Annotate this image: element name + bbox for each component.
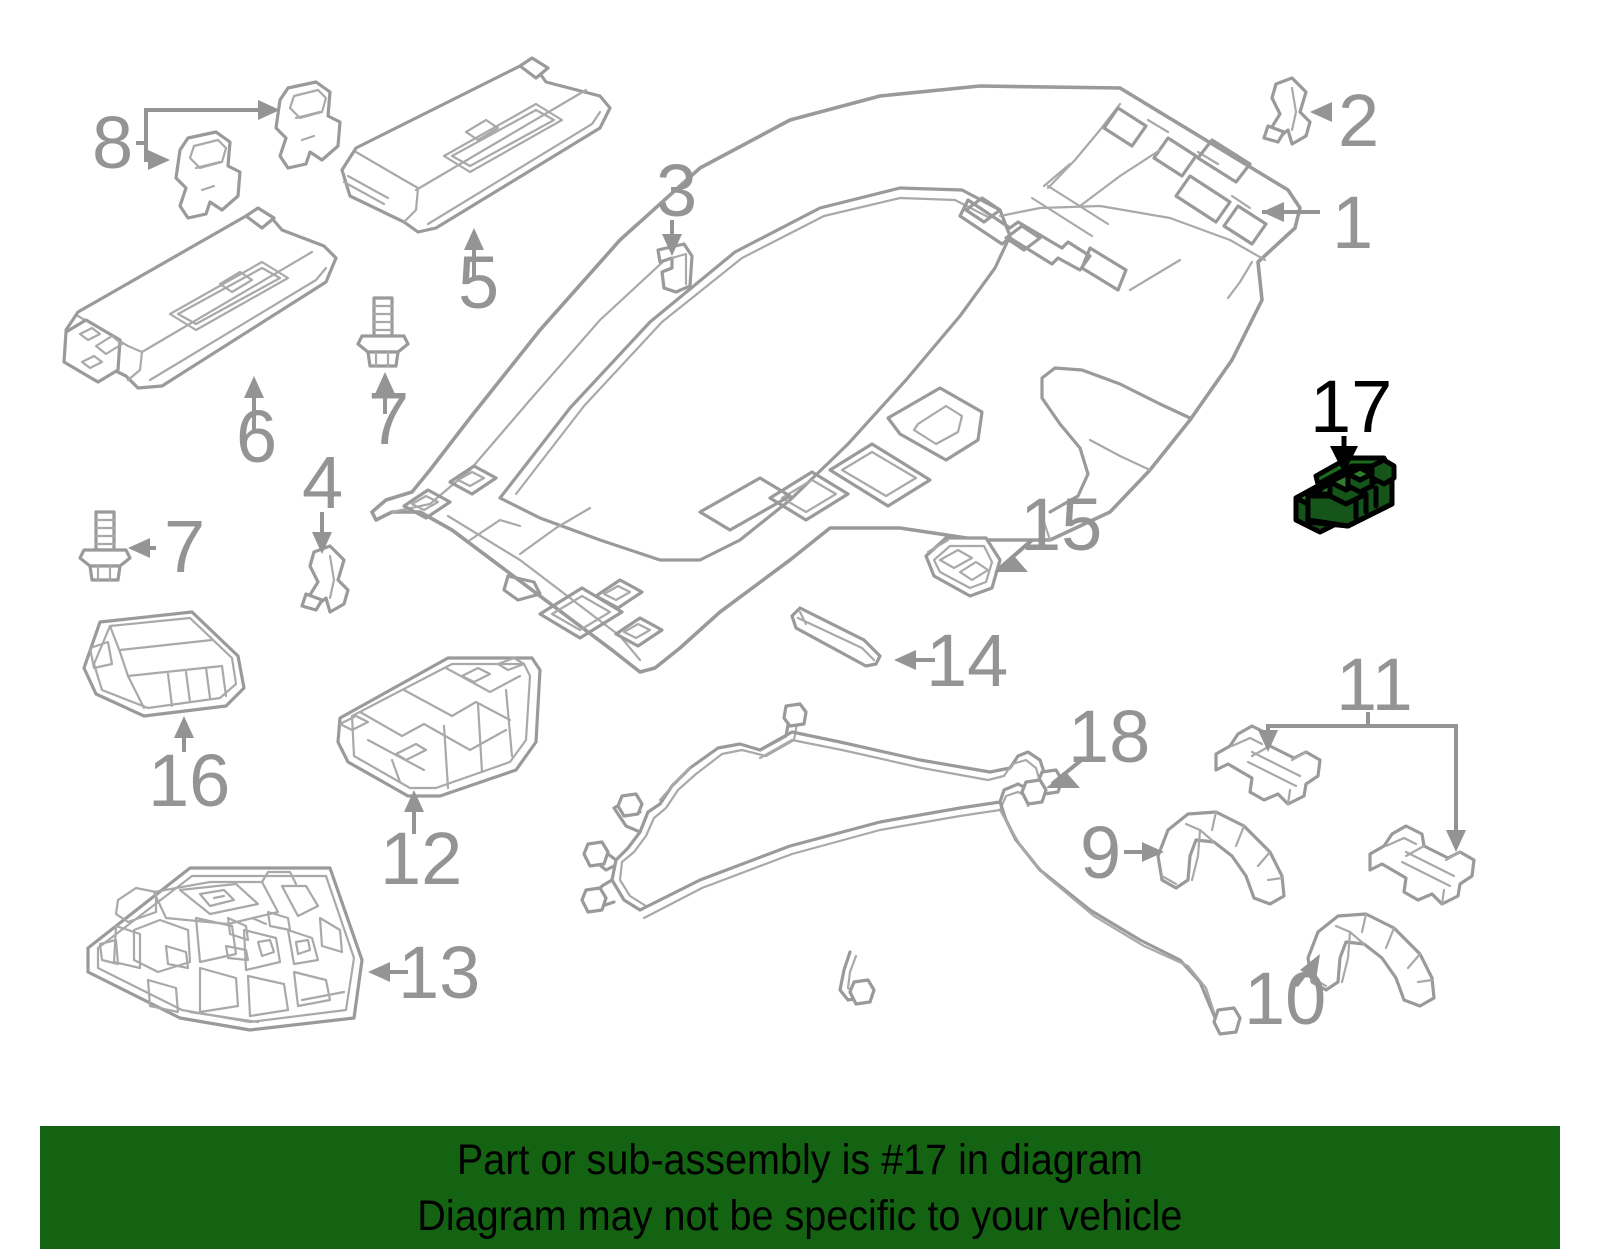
part-roof-switch-module-17-highlighted [1293, 455, 1397, 535]
banner-line-2: Diagram may not be specific to your vehi… [417, 1191, 1183, 1240]
parts-diagram-canvas: 1 2 3 4 5 6 7 7 8 9 10 11 12 13 14 15 16… [62, 56, 1476, 1040]
callout-label-9: 9 [1080, 811, 1121, 894]
part-bolt-7-lower [78, 510, 132, 582]
callout-label-18: 18 [1068, 695, 1150, 778]
part-assist-grip-9 [1156, 810, 1286, 906]
callout-leaders [128, 100, 1466, 988]
callout-label-15: 15 [1020, 483, 1102, 566]
banner-line-1: Part or sub-assembly is #17 in diagram [456, 1135, 1144, 1184]
callout-label-2: 2 [1338, 79, 1379, 162]
part-assist-grip-10 [1306, 912, 1436, 1008]
part-retainer-clip-4 [300, 544, 350, 614]
part-roof-trim-strip-14 [790, 606, 882, 668]
callout-label-7a: 7 [368, 377, 409, 460]
callout-label-7b: 7 [164, 505, 205, 588]
callout-label-12: 12 [380, 817, 462, 900]
callout-label-17: 17 [1310, 365, 1392, 448]
callout-numbers: 1 2 3 4 5 6 7 7 8 9 10 11 12 13 14 15 16… [92, 79, 1413, 1040]
part-speaker-grille-15 [924, 536, 1002, 598]
callout-label-10: 10 [1244, 957, 1326, 1040]
callout-label-13: 13 [398, 931, 480, 1014]
callout-label-4: 4 [302, 441, 343, 524]
callout-label-16: 16 [148, 739, 230, 822]
part-bolt-7-upper [356, 296, 410, 368]
callout-label-11: 11 [1336, 643, 1413, 726]
part-visor-support-bracket-8a [274, 80, 342, 170]
callout-label-1: 1 [1332, 181, 1373, 264]
part-retainer-clip-2 [1262, 76, 1312, 146]
callout-label-14: 14 [926, 619, 1008, 702]
part-grip-bracket-11b [1368, 824, 1476, 906]
part-sunshade-panel-12 [336, 656, 542, 798]
part-roof-trim-clip-3 [656, 242, 694, 294]
diagram-note-banner: Part or sub-assembly is #17 in diagram D… [40, 1126, 1560, 1249]
part-overhead-console-13 [86, 866, 364, 1032]
callout-label-3: 3 [656, 149, 697, 232]
part-sun-visor-driver-6 [62, 206, 338, 390]
part-headliner-panel [370, 84, 1302, 674]
part-sun-visor-passenger-5 [340, 56, 612, 234]
callout-label-8: 8 [92, 101, 133, 184]
callout-label-6: 6 [236, 395, 277, 478]
callout-label-5: 5 [458, 241, 499, 324]
part-map-lamp-housing-16 [82, 610, 246, 718]
part-visor-support-bracket-8b [174, 130, 242, 220]
